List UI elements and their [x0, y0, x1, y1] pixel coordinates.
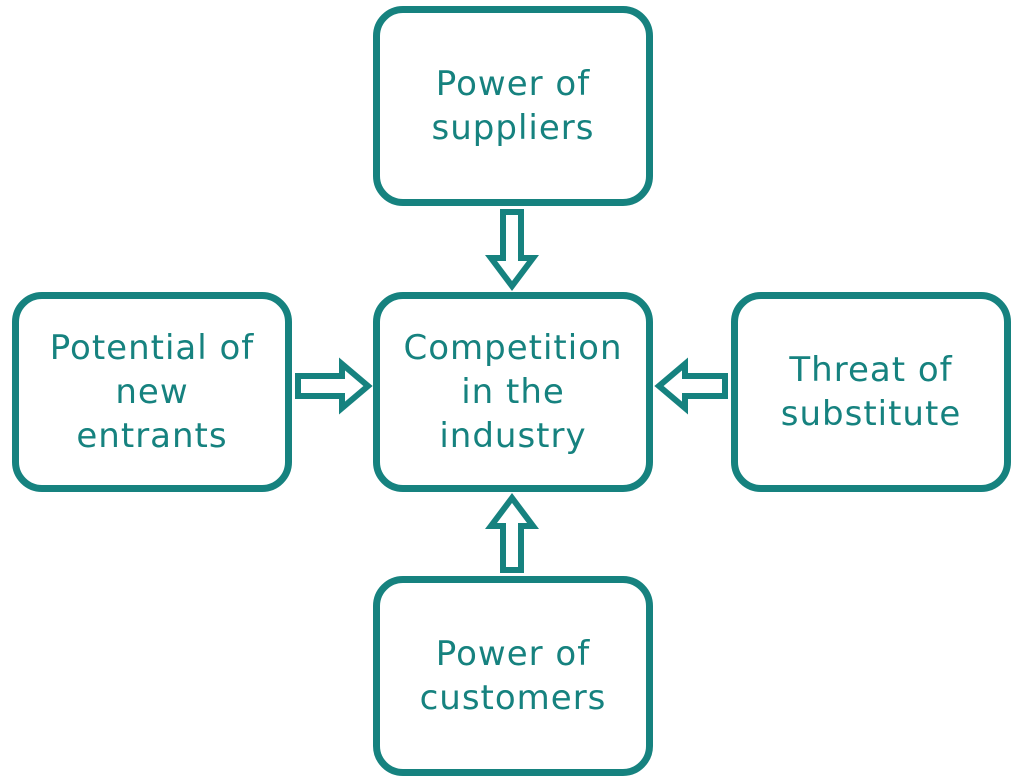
node-customers: Power of customers	[373, 576, 653, 776]
node-competition-label: Competition in the industry	[403, 328, 623, 456]
arrow-substitute-to-competition	[654, 357, 728, 415]
arrow-entrants-to-competition	[295, 357, 373, 415]
node-new-entrants-label: Potential of new entrants	[49, 328, 255, 456]
node-competition: Competition in the industry	[373, 292, 653, 492]
arrow-customers-to-competition	[485, 493, 539, 573]
node-substitute: Threat of substitute	[731, 292, 1011, 492]
node-suppliers: Power of suppliers	[373, 6, 653, 206]
node-suppliers-label: Power of suppliers	[431, 64, 595, 148]
node-customers-label: Power of customers	[419, 634, 607, 718]
node-new-entrants: Potential of new entrants	[12, 292, 292, 492]
node-substitute-label: Threat of substitute	[780, 350, 962, 434]
arrow-suppliers-to-competition	[485, 209, 539, 291]
